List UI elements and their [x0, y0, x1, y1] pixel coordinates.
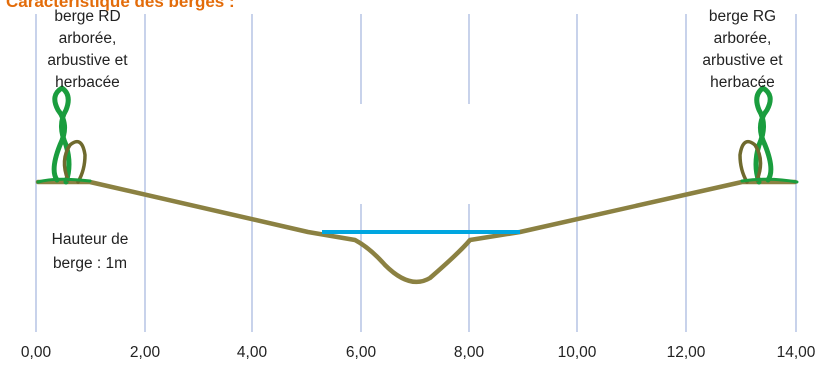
- label-mask: [330, 104, 510, 204]
- channel-profile: [35, 179, 798, 285]
- bank-right-line-3: arbustive et: [702, 52, 783, 69]
- grid-lines: [35, 14, 797, 332]
- x-tick-label: 10,00: [557, 344, 597, 361]
- bank-right-label: berge RG arborée, arbustive et herbacée: [675, 6, 810, 94]
- x-tick-label: 8,00: [453, 344, 485, 361]
- bank-height-line-2: berge : 1m: [52, 255, 128, 272]
- bank-height-label: Hauteur de berge : 1m: [30, 228, 150, 276]
- bank-left-line-2: arborée,: [58, 30, 117, 47]
- x-tick-label: 14,00: [776, 344, 816, 361]
- x-tick-label: 4,00: [236, 344, 268, 361]
- x-tick-label: 0,00: [20, 344, 52, 361]
- bank-right-line-1: berge RG: [708, 8, 777, 25]
- bank-right-line-2: arborée,: [713, 30, 772, 47]
- diagram-title: Caractéristique des berges :: [6, 0, 235, 11]
- bank-height-line-1: Hauteur de: [51, 231, 129, 248]
- x-tick-label: 2,00: [129, 344, 161, 361]
- x-tick-label: 12,00: [666, 344, 706, 361]
- bank-right-line-4: herbacée: [710, 74, 775, 91]
- bank-left-label: berge RD arborée, arbustive et herbacée: [20, 6, 155, 94]
- vegetation-left-icon: [36, 85, 92, 185]
- vegetation-right-icon: [738, 85, 799, 185]
- bank-left-line-3: arbustive et: [47, 52, 128, 69]
- bank-left-line-1: berge RD: [54, 8, 121, 25]
- x-tick-label: 6,00: [345, 344, 377, 361]
- bank-left-line-4: herbacée: [55, 74, 120, 91]
